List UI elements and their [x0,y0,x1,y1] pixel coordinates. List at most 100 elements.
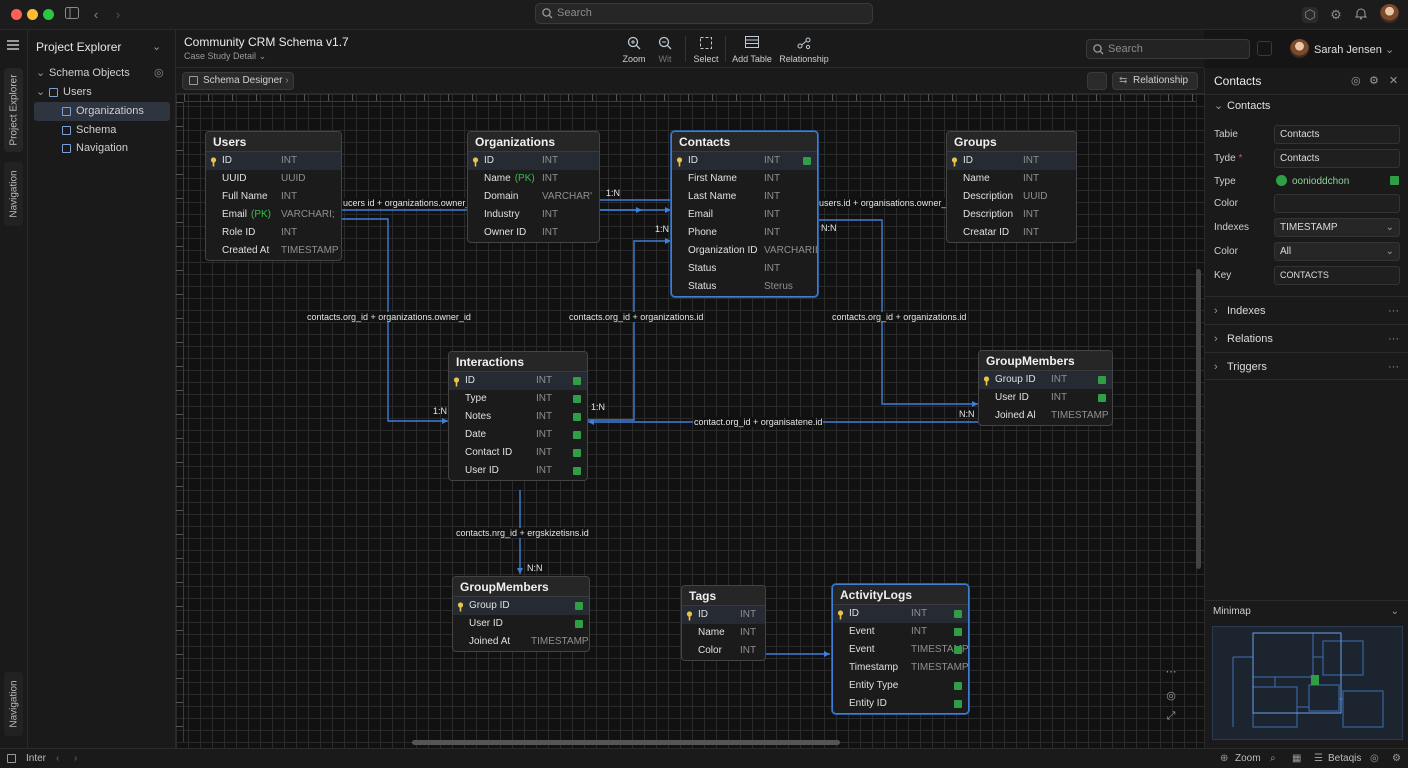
info-icon[interactable]: ◎ [1351,75,1361,87]
details-status[interactable]: Betaqis [1328,753,1362,764]
more-options-icon[interactable]: ··· [1388,361,1399,373]
close-icon[interactable]: ✕ [1389,75,1399,87]
prop-color-field[interactable] [1274,194,1400,213]
column-row[interactable]: Name(PK)INT [468,170,599,188]
select-tool-button[interactable]: Select [690,36,722,64]
search-icon[interactable]: ⌕ [1270,753,1276,764]
tree-item-schema[interactable]: Schema [34,121,170,140]
column-checkbox[interactable] [575,620,583,628]
table-title[interactable]: GroupMembers [453,577,589,597]
prop-key-field[interactable]: CONTACTS [1274,266,1400,285]
account-name[interactable]: Sarah Jensen ⌄ [1314,44,1395,56]
table-title[interactable]: Groups [947,132,1076,152]
column-checkbox[interactable] [573,431,581,439]
minimap-header[interactable]: Minimap ⌄ [1205,600,1408,622]
horizontal-scrollbar[interactable] [412,740,840,745]
table-title[interactable]: ActivityLogs [833,585,968,605]
forward-icon[interactable]: › [74,753,78,764]
section-relations[interactable]: ›Relations··· [1205,324,1408,352]
column-checkbox[interactable] [1098,394,1106,402]
prop-type-field[interactable]: Contacts [1274,149,1400,168]
checkbox[interactable] [1390,176,1399,185]
rail-tab-project-explorer[interactable]: Project Explorer [4,68,23,152]
table-title[interactable]: Organizations [468,132,599,152]
expand-icon[interactable]: ⤢ [1166,710,1176,722]
tree-item-users[interactable]: ⌄ Users [34,83,170,102]
prop-color-select[interactable]: All⌄ [1274,242,1400,261]
table-title[interactable]: Users [206,132,341,152]
tree-item-organizations[interactable]: Organizations [34,102,170,121]
section-triggers[interactable]: ›Triggers··· [1205,352,1408,380]
rail-tab-navigation[interactable]: Navigation [4,162,23,226]
recenter-icon[interactable]: ◎ [1166,690,1176,702]
table-title[interactable]: GroupMembers [979,351,1112,371]
section-indexes[interactable]: ›Indexes··· [1205,296,1408,324]
minimap[interactable] [1212,626,1403,740]
vertical-scrollbar[interactable] [1196,269,1201,569]
column-checkbox[interactable] [573,395,581,403]
column-checkbox[interactable] [573,449,581,457]
tree-item-navigation[interactable]: Navigation [34,139,170,158]
tab-schema-designer[interactable]: Schema Designer › [182,72,294,90]
more-options-icon[interactable]: ··· [1388,333,1399,345]
prop-indexes-select[interactable]: TIMESTAMP⌄ [1274,218,1400,237]
user-avatar[interactable] [1380,4,1399,23]
section-contacts[interactable]: ⌄ Contacts [1205,94,1408,116]
column-checkbox[interactable] [954,628,962,636]
settings-icon[interactable]: ⚙ [1369,75,1379,87]
maximize-window-button[interactable] [43,9,54,20]
column-checkbox[interactable] [954,682,962,690]
global-search-input[interactable]: Search [535,3,873,24]
fit-view-icon[interactable]: ⋯ [1165,666,1177,678]
layout-toggle-icon[interactable] [1257,41,1272,56]
sidebar-toggle-icon[interactable] [64,7,80,23]
relationship-button[interactable]: Relationship [778,36,830,64]
add-table-button[interactable]: Add Table [730,36,774,64]
column-checkbox[interactable] [954,700,962,708]
column-checkbox[interactable] [573,467,581,475]
zoom-out-button[interactable]: Wit [654,36,676,64]
layout-icon[interactable]: ▦ [1292,753,1302,764]
column-checkbox[interactable] [1098,376,1106,384]
column-row[interactable]: Email(PK)VARCHARI; [206,206,341,224]
tree-item-schema-objects[interactable]: ⌄ Schema Objects ◎ [34,64,170,83]
more-options-icon[interactable]: ··· [1388,305,1399,317]
minimize-window-button[interactable] [27,9,38,20]
column-row[interactable]: Entity ID [833,695,968,713]
forward-icon[interactable]: › [115,7,121,22]
column-checkbox[interactable] [575,602,583,610]
chevron-down-icon[interactable]: ⌄ [152,41,162,53]
zoom-status[interactable]: Zoom [1235,753,1261,764]
